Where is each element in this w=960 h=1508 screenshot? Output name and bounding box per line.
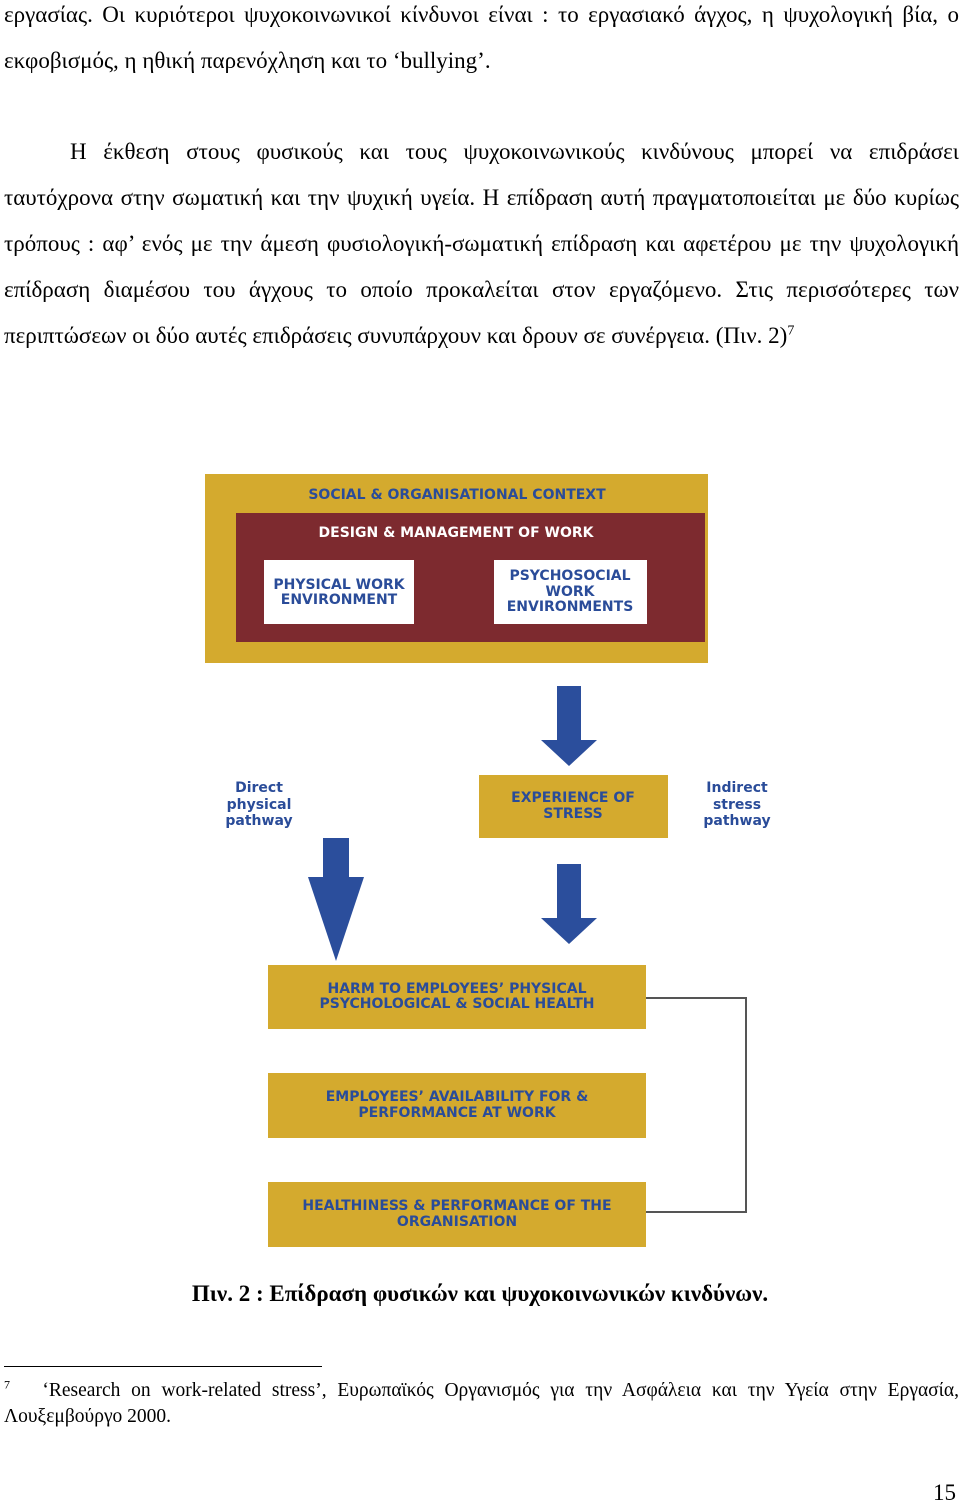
psychosocial-box-line-2: WORK [546,584,596,600]
physical-box-line-2: ENVIRONMENT [281,592,398,608]
indirect-label-line-2: stress [713,797,761,813]
psychosocial-box-line-3: ENVIRONMENTS [507,599,634,615]
availability-performance-box [268,1073,646,1138]
footnote-text: ‘Research on work-related stress’, Ευρωπ… [4,1380,960,1427]
healthiness-box-line-2: ORGANISATION [397,1214,517,1230]
feedback-line [646,997,747,1213]
design-management-label: DESIGN & MANAGEMENT OF WORK [319,525,595,541]
body-paragraph: Η έκθεση στους φυσικούς και τους ψυχοκοι… [4,129,959,359]
experience-of-stress-box [479,775,668,838]
stress-box-line-2: STRESS [543,806,603,822]
arrow-to-harm-icon [541,864,597,944]
indirect-label-line-1: Indirect [706,780,768,796]
indirect-label-line-3: pathway [703,813,770,829]
organisation-healthiness-box [268,1182,646,1247]
footnote-divider [4,1366,322,1367]
intro-paragraph: εργασίας. Οι κυριότεροι ψυχοκοινωνικοί κ… [4,2,959,73]
figure-caption: Πιν. 2 : Επίδραση φυσικών και ψυχοκοινων… [191,1281,769,1306]
page-number: 15 [933,1480,956,1505]
availability-box-line-2: PERFORMANCE AT WORK [358,1105,556,1121]
physical-box-line-1: PHYSICAL WORK [273,577,405,593]
footnote-number: 7 [4,1377,10,1392]
psychosocial-box-line-1: PSYCHOSOCIAL [509,568,630,584]
physical-work-environment-box [264,560,414,624]
footnote-reference: 7 [787,323,795,339]
harm-to-health-box [268,965,646,1029]
direct-label-line-1: Direct [235,780,283,796]
harm-box-line-2: PSYCHOLOGICAL & SOCIAL HEALTH [320,996,595,1012]
body-paragraph-text: Η έκθεση στους φυσικούς και τους ψυχοκοι… [4,139,959,348]
availability-box-line-1: EMPLOYEES’ AVAILABILITY FOR & [326,1089,589,1105]
arrow-to-stress-icon [541,686,597,766]
social-organisational-context-label: SOCIAL & ORGANISATIONAL CONTEXT [308,487,606,503]
footnote: 7 ‘Research on work-related stress’, Ευρ… [4,1378,959,1430]
direct-label-line-2: physical [227,797,292,813]
direct-pathway-arrow-icon [308,838,364,961]
psychosocial-work-environments-box [494,560,647,624]
harm-box-line-1: HARM TO EMPLOYEES’ PHYSICAL [327,981,586,997]
stress-box-line-1: EXPERIENCE OF [511,790,635,806]
healthiness-box-line-1: HEALTHINESS & PERFORMANCE OF THE [302,1198,611,1214]
direct-label-line-3: pathway [225,813,292,829]
